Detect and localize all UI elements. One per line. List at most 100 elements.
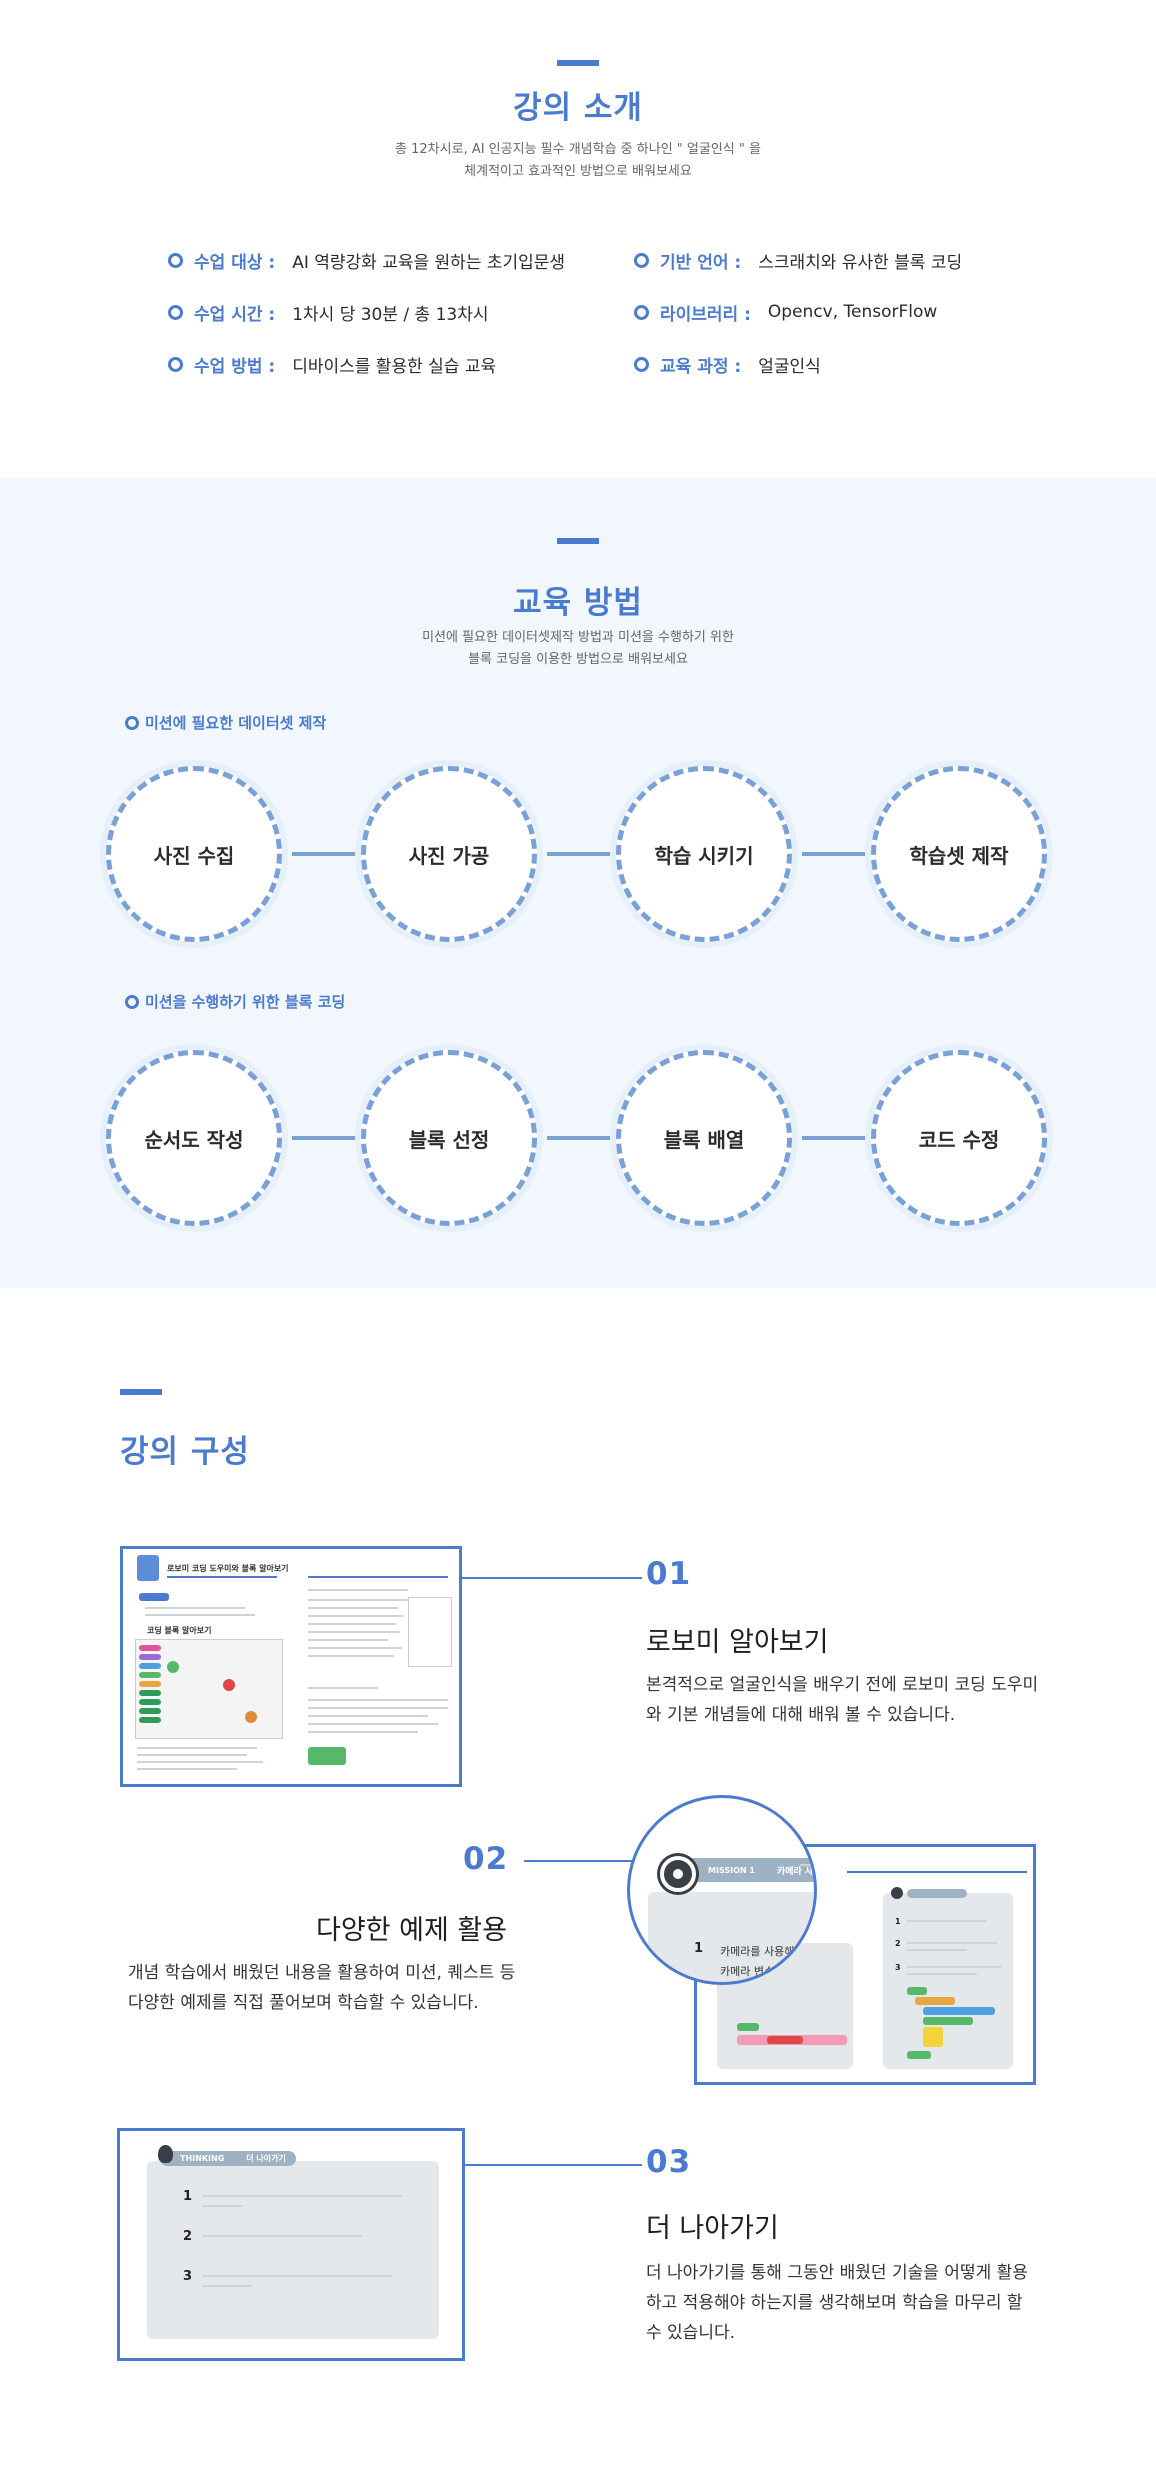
code-block — [923, 2027, 943, 2047]
step-line2: 카메라 변수 — [720, 1965, 775, 1978]
thinking-tab-text: THINKING — [180, 2154, 225, 2163]
thinking-step-number: 3 — [183, 2269, 193, 2284]
thumb-text-line — [308, 1615, 403, 1617]
magnifier-circle: MISSION 1 카메라 사용하기 1 카메라를 사용해 카메라 변수 — [627, 1795, 817, 1985]
info-label: 교육 과정 : — [660, 356, 742, 377]
info-label: 라이브러리 : — [660, 304, 751, 325]
thumb-text-line — [308, 1589, 408, 1591]
item-number-03: 03 — [646, 2144, 692, 2180]
thumb-rule — [308, 1576, 448, 1578]
thumb-chip — [139, 1593, 169, 1601]
mission-tab-text: MISSION 1 — [708, 1865, 755, 1875]
info-item-library: 라이브러리 : Opencv, TensorFlow — [634, 297, 937, 327]
code-block — [923, 2017, 973, 2025]
info-value: 얼굴인식 — [758, 356, 821, 377]
thumb-text-line — [308, 1707, 448, 1709]
thumb-rule — [847, 1871, 1027, 1873]
thinking-tab: THINKING 더 나아가기 — [160, 2151, 296, 2166]
thumb-text-line — [308, 1699, 448, 1701]
lesson-thumbnail-01: 로보미 코딩 도우미와 블록 알아보기 코딩 블록 알아보기 — [120, 1546, 462, 1787]
thumb-text-line — [137, 1754, 247, 1756]
code-block — [139, 1663, 161, 1669]
step-circle: 블록 선정 — [361, 1050, 537, 1226]
step-line1: 카메라를 사용해 — [720, 1945, 795, 1958]
info-item-time: 수업 시간 : 1차시 당 30분 / 총 13차시 — [168, 297, 489, 327]
code-block — [737, 2023, 759, 2031]
connector-line-02 — [524, 1860, 632, 1862]
step-connector — [547, 852, 611, 856]
circle-bullet-icon — [168, 252, 183, 268]
code-block — [907, 1987, 927, 1995]
method-subtitle-line1: 미션에 필요한 데이터셋제작 방법과 미션을 수행하기 위한 — [422, 630, 734, 645]
thumb-text-line — [145, 1614, 255, 1616]
thumb-text-line — [907, 1966, 1001, 1968]
thumb-text-line — [308, 1607, 398, 1609]
thumb-text-line — [202, 2285, 252, 2287]
thumb-table — [408, 1597, 452, 1667]
step-number: 1 — [694, 1941, 704, 1956]
thumb-tab — [907, 1889, 967, 1898]
code-block — [907, 2051, 931, 2059]
info-value: Opencv, TensorFlow — [767, 302, 938, 322]
thumb-text-line — [308, 1623, 396, 1625]
item-desc-01: 본격적으로 얼굴인식을 배우기 전에 로보미 코딩 도우미와 기본 개념들에 대… — [646, 1675, 1039, 1725]
circle-bullet-icon — [168, 356, 183, 372]
thinking-step-number: 1 — [183, 2189, 193, 2204]
thumb-text-line — [137, 1747, 257, 1749]
thumb-text-line — [907, 1949, 967, 1951]
callout-marker — [245, 1711, 257, 1723]
thumb-text-line — [308, 1599, 448, 1601]
step-circle: 학습 시키기 — [616, 766, 792, 942]
target-icon — [660, 1856, 696, 1892]
info-label: 수업 대상 : — [194, 252, 276, 273]
method-group2-label: 미션을 수행하기 위한 블록 코딩 — [125, 991, 345, 1012]
thumb-heading: 코딩 블록 알아보기 — [147, 1626, 212, 1635]
target-icon — [891, 1887, 903, 1899]
step-circle: 사진 수집 — [106, 766, 282, 942]
circle-bullet-icon — [125, 715, 139, 730]
thumb-step-number: 1 — [895, 1917, 901, 1926]
info-item-method: 수업 방법 : 디바이스를 활용한 실습 교육 — [168, 349, 496, 379]
lesson-thumbnail-03: THINKING 더 나아가기 1 2 3 — [117, 2128, 465, 2361]
intro-accent-bar — [557, 60, 599, 66]
step-connector — [802, 1136, 866, 1140]
step-circle: 학습셋 제작 — [871, 766, 1047, 942]
thumb-text-line — [907, 1920, 987, 1922]
step-circle: 순서도 작성 — [106, 1050, 282, 1226]
thumb-text-line — [907, 1973, 977, 1975]
thumb-text-line — [137, 1768, 237, 1770]
code-block — [767, 2036, 803, 2044]
thumb-text-line — [202, 2275, 392, 2277]
item-title-02: 다양한 예제 활용 — [316, 1915, 508, 1946]
thumb-text-line — [202, 2205, 242, 2207]
thumb-text-line — [308, 1631, 400, 1633]
method-subtitle-line2: 블록 코딩을 이용한 방법으로 배워보세요 — [468, 652, 688, 667]
method-accent-bar — [557, 538, 599, 544]
lesson-badge-icon — [137, 1555, 159, 1581]
code-block — [139, 1672, 161, 1678]
thumb-rule — [800, 1864, 814, 1866]
thinking-tab-label: 더 나아가기 — [246, 2154, 286, 2163]
connector-line-03 — [465, 2164, 642, 2166]
mission-tab-label: 카메라 사용하기 — [776, 1866, 814, 1877]
thumb-text-line — [308, 1639, 388, 1641]
code-block — [139, 1699, 161, 1705]
thumb-text-line — [308, 1687, 378, 1689]
composition-accent-bar — [120, 1389, 162, 1395]
mission-tab: MISSION 1 카메라 사용하기 — [680, 1858, 814, 1882]
code-block — [139, 1681, 161, 1687]
target-icon-center — [673, 1869, 683, 1879]
step-circle: 사진 가공 — [361, 766, 537, 942]
code-block — [915, 1997, 955, 2005]
step-circle: 코드 수정 — [871, 1050, 1047, 1226]
info-value: 스크래치와 유사한 블록 코딩 — [758, 252, 963, 273]
thumb-text-line — [202, 2235, 362, 2237]
method-title: 교육 방법 — [513, 585, 643, 621]
item-number-02: 02 — [463, 1841, 509, 1877]
info-label: 수업 방법 : — [194, 356, 276, 377]
thumb-text-line — [308, 1723, 438, 1725]
thumb-green-button — [308, 1747, 346, 1765]
step-connector — [547, 1136, 611, 1140]
thumb-text-line — [907, 1942, 997, 1944]
connector-line-01 — [462, 1577, 642, 1579]
